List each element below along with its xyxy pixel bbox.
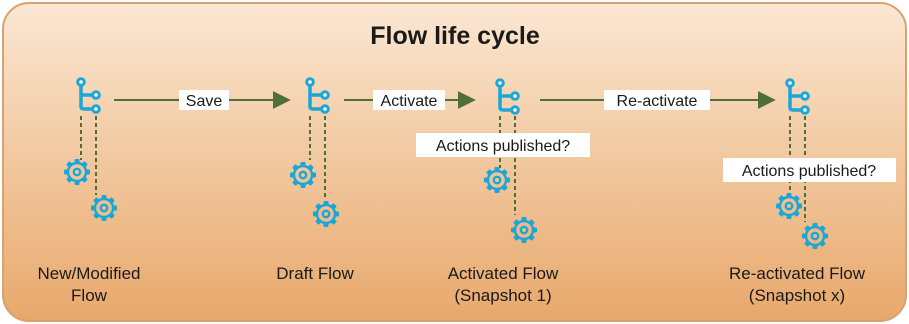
activate-label-background [373, 90, 445, 110]
save-label: Save [186, 93, 223, 110]
actions-published-label: Actions published? [436, 138, 570, 155]
transition-activate: Activate [344, 90, 476, 110]
stage-new-modified: New/Modified Flow [38, 76, 141, 305]
stage-label-line: (Snapshot 1) [454, 286, 551, 305]
reactivate-label: Re-activate [617, 93, 698, 110]
stage-reactivated: Actions published? Re-activated Flow (Sn… [723, 77, 896, 305]
stage-label-line: Re-activated Flow [729, 264, 866, 283]
actions-published-label-background [723, 158, 896, 182]
stage-label-line: (Snapshot x) [749, 286, 845, 305]
transition-reactivate: Re-activate [540, 90, 776, 110]
activate-label: Activate [381, 93, 438, 110]
reactivate-label-background [604, 90, 710, 110]
stage-label-line: Activated Flow [448, 264, 559, 283]
stage-activated: Actions published? Activated Flow (Snaps… [416, 77, 590, 305]
actions-published-label: Actions published? [742, 163, 876, 180]
transition-save: Save [114, 90, 291, 110]
stage-draft: Draft Flow [276, 76, 354, 283]
stage-label-line: Flow [71, 286, 108, 305]
save-label-background [179, 90, 229, 110]
stage-label-line: Draft Flow [276, 264, 354, 283]
actions-published-label-background [416, 133, 590, 157]
stage-label-line: New/Modified [38, 264, 141, 283]
diagram-title: Flow life cycle [370, 22, 540, 50]
